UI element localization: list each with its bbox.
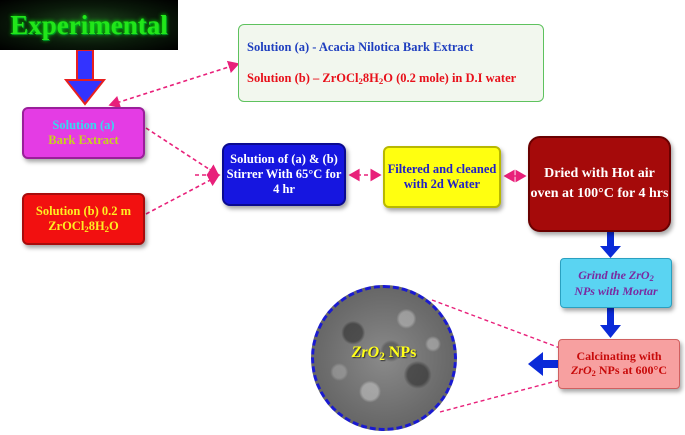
stirrer-step-text: Solution of (a) & (b) Stirrer With 65°C …: [226, 152, 342, 196]
dashed-arrow-sol-b-to-stir: [145, 174, 220, 215]
arrow-calcinate-to-np: [528, 352, 558, 376]
calcination-step-line1: Calcinating with: [576, 348, 662, 363]
solution-a-line1: Solution (a): [52, 118, 115, 132]
solution-a-box: Solution (a) Bark Extract: [22, 107, 145, 159]
filter-step-box: Filtered and cleaned with 2d Water: [383, 146, 501, 208]
dashed-zoom-line-top: [431, 299, 561, 349]
drying-step-text: Dried with Hot air oven at 100°C for 4 h…: [530, 166, 669, 201]
grind-step-line2: NPs with Mortar: [574, 283, 658, 298]
dashed-arrow-to-solutions: [108, 60, 240, 109]
title-banner: Experimental: [0, 0, 178, 50]
solution-b-box: Solution (b) 0.2 m ZrOCl28H2O: [22, 193, 145, 245]
arrow-dried-to-grind: [600, 232, 621, 258]
solution-a-description: Solution (a) - Acacia Nilotica Bark Extr…: [247, 39, 474, 54]
solution-b-line1: Solution (b) 0.2 m: [35, 203, 132, 218]
nanoparticle-label: ZrO2 NPs: [351, 344, 417, 363]
title-text: Experimental: [10, 9, 168, 40]
calcination-step-line2: ZrO2 NPs at 600°C: [571, 363, 667, 379]
zro2-nanoparticle-image: ZrO2 NPs: [311, 285, 457, 431]
grind-step-line1: Grind the ZrO2: [578, 267, 654, 283]
solutions-info-box: Solution (a) - Acacia Nilotica Bark Extr…: [238, 24, 544, 102]
filter-step-text: Filtered and cleaned with 2d Water: [387, 162, 497, 191]
dashed-zoom-line-bottom: [439, 379, 561, 413]
title-down-arrow: [63, 49, 107, 106]
calcination-step-box: Calcinating with ZrO2 NPs at 600°C: [558, 339, 680, 389]
solution-b-description: Solution (b) – ZrOCl28H2O (0.2 mole) in …: [247, 70, 517, 86]
solution-a-line2: Bark Extract: [48, 133, 119, 147]
solution-b-line2: ZrOCl28H2O: [48, 218, 119, 234]
dashed-arrow-sol-a-to-stir: [145, 127, 220, 176]
arrow-grind-to-calcinate: [600, 308, 621, 338]
grind-step-box: Grind the ZrO2 NPs with Mortar: [560, 258, 672, 308]
drying-step-box: Dried with Hot air oven at 100°C for 4 h…: [528, 136, 671, 232]
stirrer-step-box: Solution of (a) & (b) Stirrer With 65°C …: [222, 143, 346, 206]
